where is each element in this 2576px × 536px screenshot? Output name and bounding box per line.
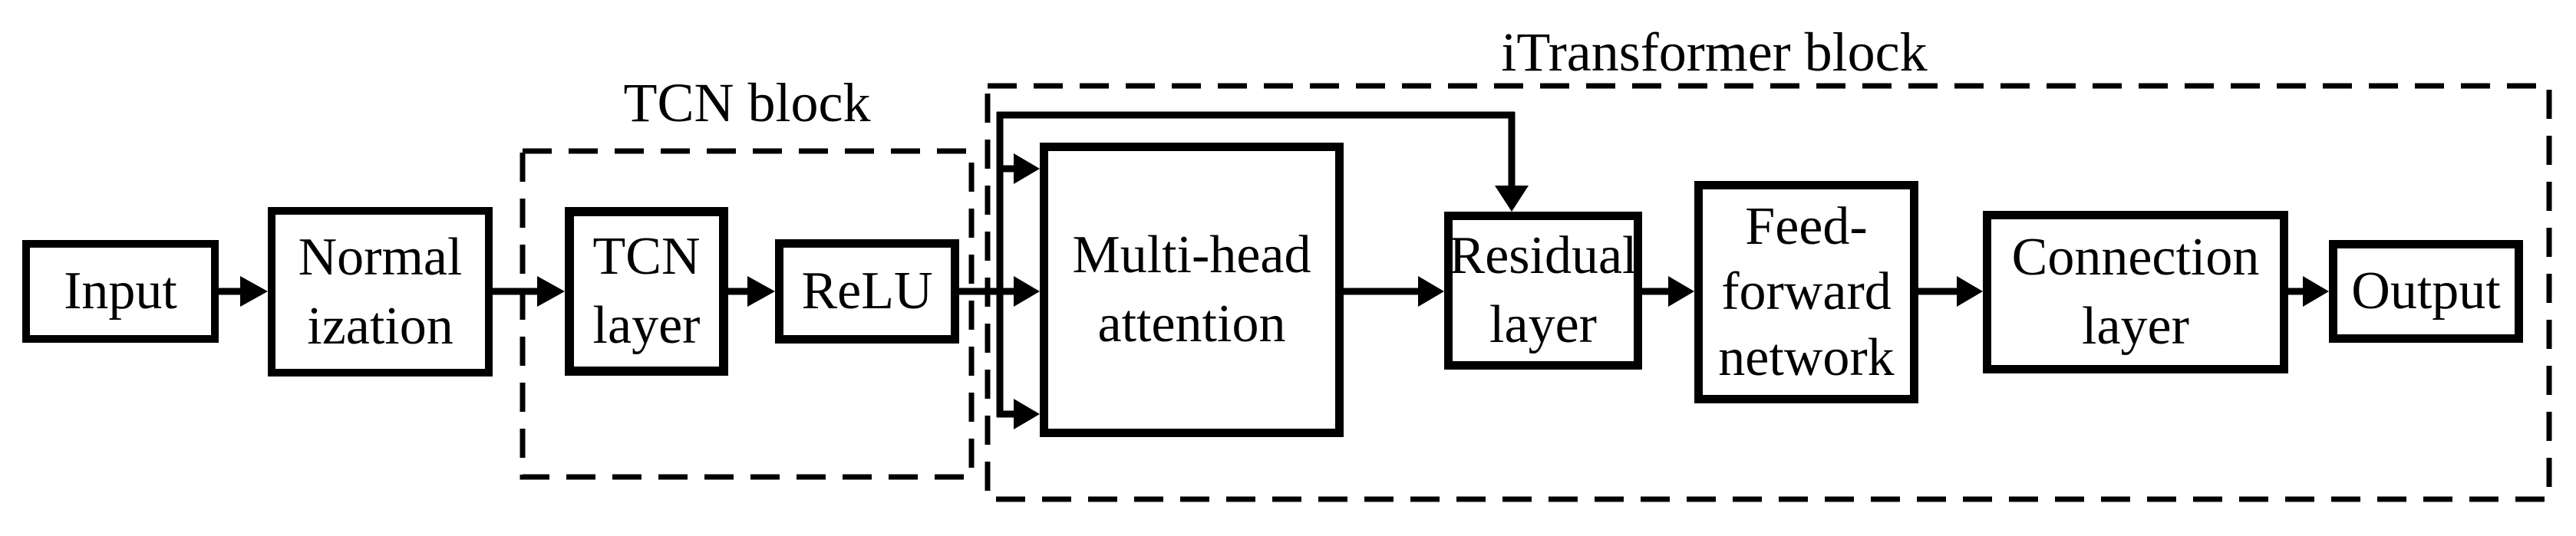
arrowhead-into-tcnlayer <box>537 276 565 307</box>
node-normalization: Normal ization <box>268 207 493 377</box>
node-feed-forward-network: Feed- forward network <box>1694 181 1918 403</box>
arrowhead-into-mha-top <box>1014 153 1040 184</box>
tcn-block-label: TCN block <box>623 72 871 133</box>
arrowhead-into-mha-middle <box>1014 276 1040 307</box>
node-output: Output <box>2329 240 2523 343</box>
arrowhead-into-normalization <box>240 276 268 307</box>
node-relu: ReLU <box>775 239 959 344</box>
node-input: Input <box>22 240 219 343</box>
node-residual-layer: Residual layer <box>1444 212 1642 370</box>
arrowhead-into-ffn <box>1668 276 1694 307</box>
arrowhead-into-mha-bottom <box>1014 399 1040 429</box>
arrowhead-into-relu <box>747 276 775 307</box>
node-connection-layer: Connection layer <box>1983 211 2288 373</box>
arrowhead-into-residual-top <box>1495 186 1529 212</box>
arrowhead-into-connection <box>1957 276 1983 307</box>
arrowhead-into-residual <box>1418 276 1444 307</box>
itransformer-block-label: iTransformer block <box>1501 21 1928 83</box>
tcn-block-outline <box>519 148 975 480</box>
arrowhead-into-output <box>2303 276 2329 307</box>
node-tcn-layer: TCN layer <box>565 207 728 376</box>
node-multi-head-attention: Multi-head attention <box>1040 143 1344 437</box>
